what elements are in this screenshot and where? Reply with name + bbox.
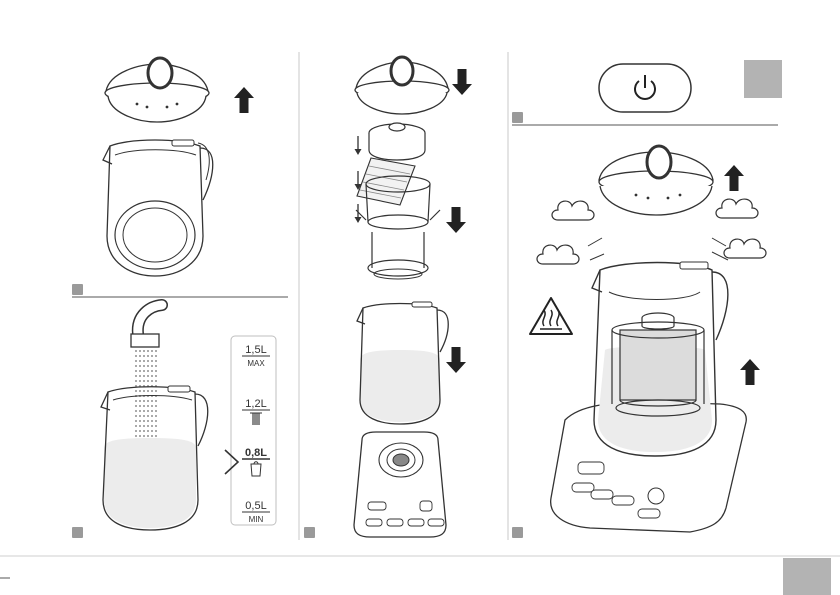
tap-faucet [131, 305, 162, 347]
level-1-note: MAX [247, 359, 265, 368]
arrow-down-icon [355, 136, 362, 155]
glass-jug-filled [101, 386, 208, 530]
panel-power-button [599, 64, 691, 112]
panel-remove-lid [103, 58, 254, 276]
level-4-note: MIN [249, 515, 264, 524]
step-marker-4 [512, 112, 523, 123]
level-1-volume: 1,5L [245, 344, 266, 356]
arrow-up-icon [724, 165, 744, 191]
water-level-scale: 1,5L MAX 1,2L 0,8L 0,5L MIN [231, 336, 276, 525]
kettle-lid [105, 58, 209, 122]
arrow-down-icon [446, 207, 466, 233]
kettle-base [354, 432, 446, 537]
kettle-lid [599, 146, 713, 215]
arrow-up-icon [740, 359, 760, 385]
level-4-volume: 0,5L [245, 500, 266, 512]
arrow-down-icon [446, 347, 466, 373]
glass-jug-with-basket [592, 262, 728, 456]
page-number-tab [783, 558, 831, 595]
panel-brewing-hot [530, 146, 766, 532]
arrow-up-icon [234, 87, 254, 113]
hot-surface-warning-icon [530, 298, 572, 334]
language-tab-top [744, 60, 782, 98]
level-3-volume: 0,8L [245, 447, 267, 459]
tea-filter-mesh [357, 158, 415, 205]
water-stream [136, 350, 156, 452]
arrow-down-icon [355, 204, 362, 223]
step-marker-2 [72, 527, 83, 538]
kettle-lid [355, 57, 449, 114]
step-marker-1 [72, 284, 83, 295]
panel-fill-water: 1,5L MAX 1,2L 0,8L 0,5L MIN [101, 305, 276, 530]
arrow-down-icon [452, 69, 472, 95]
step-marker-5 [512, 527, 523, 538]
panel-insert-tea-basket [354, 57, 472, 537]
glass-jug-filled [357, 302, 448, 424]
basket-cap [369, 123, 425, 160]
step-marker-3 [304, 527, 315, 538]
level-2-volume: 1,2L [245, 398, 266, 410]
tea-basket-icon [251, 462, 261, 476]
glass-jug [103, 140, 213, 276]
